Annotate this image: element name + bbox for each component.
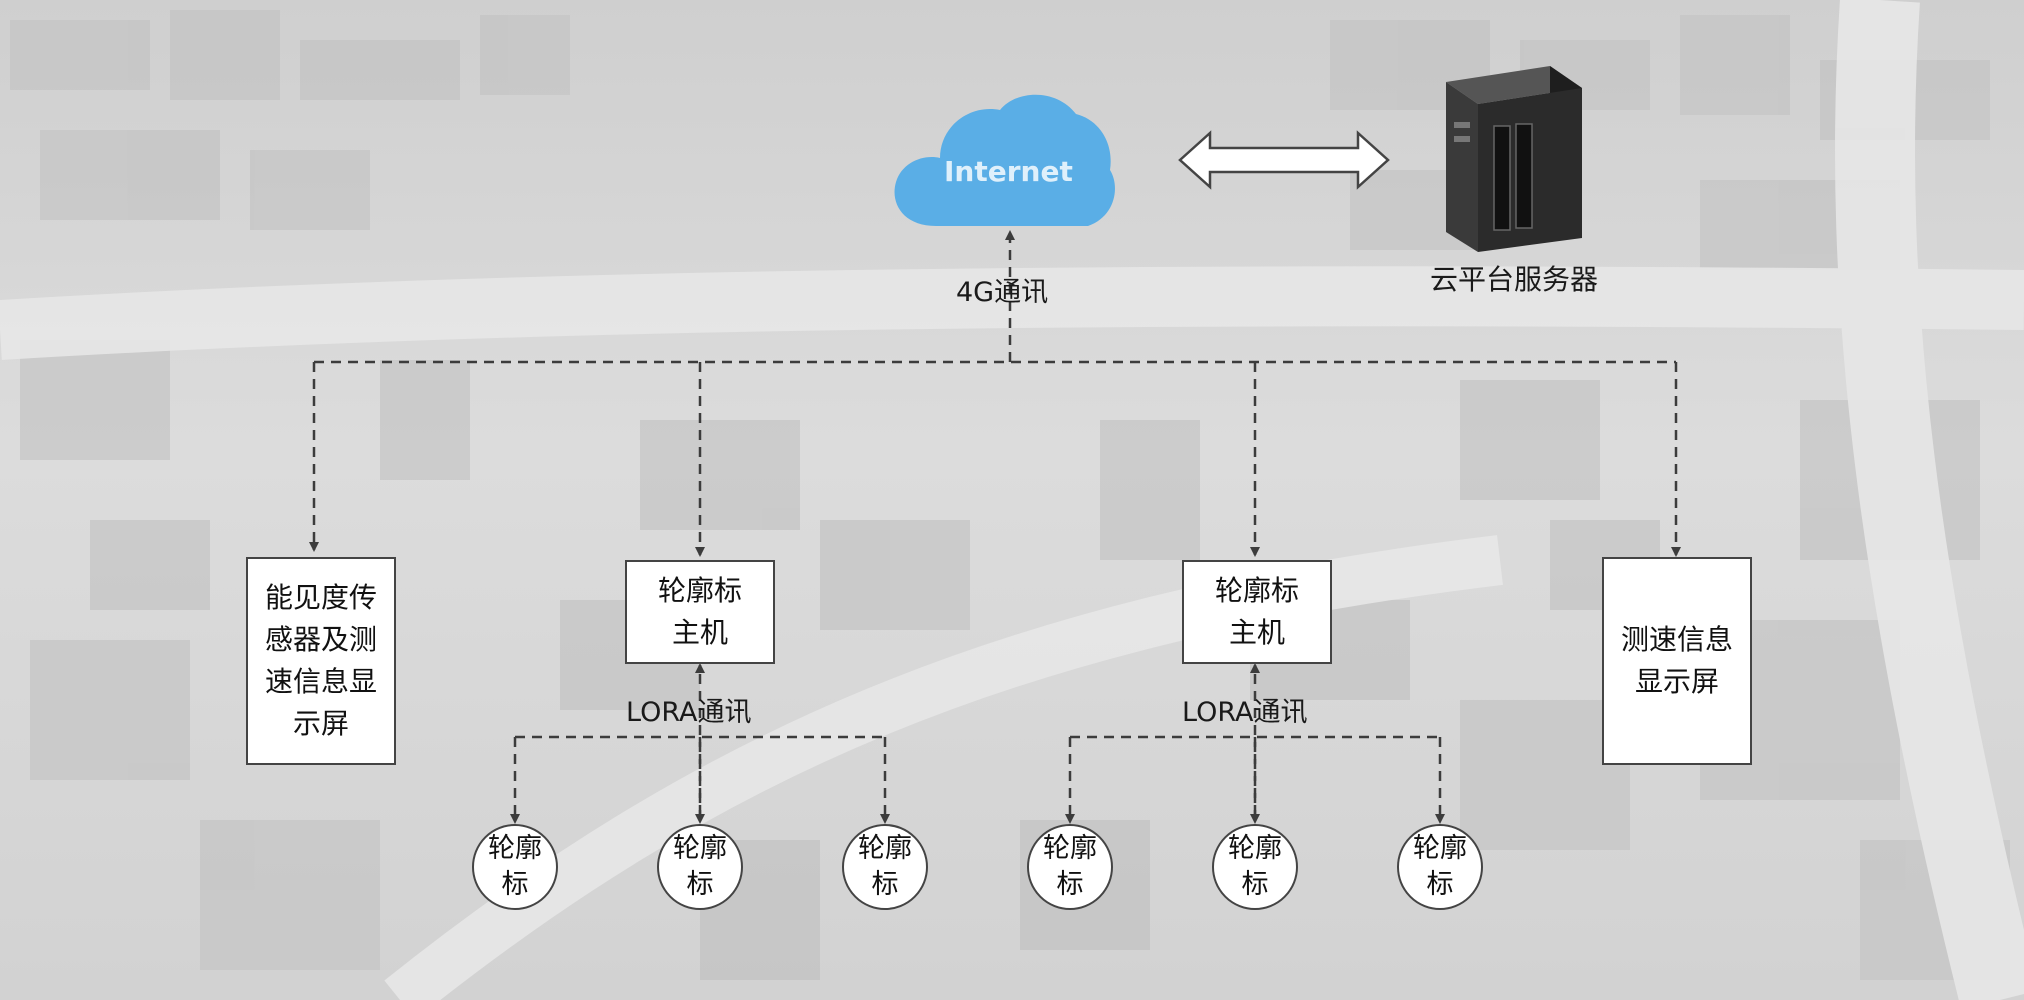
bidirectional-arrow-icon [1178,130,1390,190]
outline-marker-node: 轮廓标 [1027,824,1113,910]
outline-marker-node: 轮廓标 [657,824,743,910]
lora-label-left: LORA通讯 [626,697,752,728]
lora-label-right: LORA通讯 [1182,697,1308,728]
cloud-icon [894,94,1115,226]
visibility-sensor-label: 能见度传感器及测速信息显示屏 [264,581,377,740]
host-right-label: 轮廓标主机 [1214,574,1299,649]
outline-marker-node: 轮廓标 [472,824,558,910]
speed-display-box: 测速信息显示屏 [1602,557,1752,765]
cloud-label: Internet [944,155,1073,188]
uplink-label: 4G通讯 [956,277,1049,308]
server-label: 云平台服务器 [1430,263,1599,296]
speed-display-label: 测速信息显示屏 [1620,623,1733,698]
host-box-left: 轮廓标主机 [625,560,775,664]
outline-marker-node: 轮廓标 [1212,824,1298,910]
host-left-label: 轮廓标主机 [657,574,742,649]
visibility-sensor-box: 能见度传感器及测速信息显示屏 [246,557,396,765]
outline-marker-node: 轮廓标 [1397,824,1483,910]
server-icon [1446,66,1582,252]
host-box-right: 轮廓标主机 [1182,560,1332,664]
outline-marker-node: 轮廓标 [842,824,928,910]
